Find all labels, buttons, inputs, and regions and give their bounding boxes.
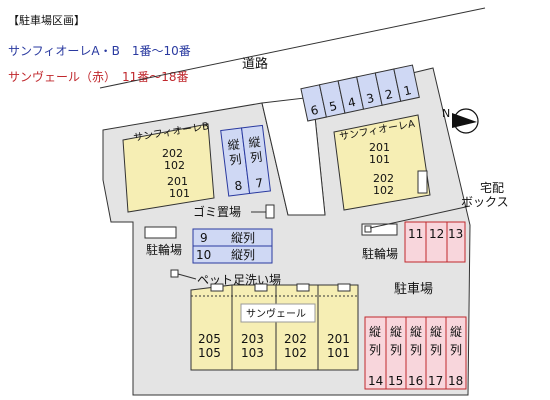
unit-202: 202 xyxy=(284,332,307,346)
spot-10-label: 縦列 xyxy=(231,248,255,262)
room-a-202: 202 xyxy=(373,172,394,185)
building-sunfiore-a xyxy=(333,114,431,211)
unit-203: 203 xyxy=(241,332,264,346)
spot-11-num: 11 xyxy=(408,227,423,241)
spot-5-num: 5 xyxy=(328,99,338,114)
unit-105: 105 xyxy=(198,346,221,360)
pet-wash-marker xyxy=(170,269,179,278)
spot-4-num: 4 xyxy=(347,95,357,110)
sunverde-name-box xyxy=(240,303,316,323)
road-edge xyxy=(99,7,486,89)
spot-1 xyxy=(393,64,420,102)
spot-1-num: 1 xyxy=(402,83,412,98)
bike-left-label: 駐輪場 xyxy=(146,242,182,257)
road-label: 道路 xyxy=(242,56,268,72)
unit-205: 205 xyxy=(198,332,221,346)
room-b-101: 101 xyxy=(169,187,190,200)
building-sunfiore-b xyxy=(122,123,215,213)
room-a-201: 201 xyxy=(369,141,390,154)
spot-13 xyxy=(446,221,466,263)
spot-16-label: 縦列 xyxy=(410,325,422,357)
spot-17-num: 17 xyxy=(428,374,443,388)
spot-3-num: 3 xyxy=(365,91,375,106)
garbage-label: ゴミ置場 xyxy=(193,204,241,219)
legend-sunverde: サンヴェール（赤） 11番〜18番 xyxy=(8,70,189,84)
legend-sunfiore: サンフィオーレA・B 1番〜10番 xyxy=(8,44,191,58)
legend-title: 【駐車場区画】 xyxy=(8,14,85,27)
spot-18-label: 縦列 xyxy=(450,325,462,357)
delivery-leader xyxy=(369,205,471,229)
delivery-label-2: ボックス xyxy=(461,195,509,209)
spot-17-label: 縦列 xyxy=(430,325,442,357)
spot-13-num: 13 xyxy=(448,227,463,241)
spot-7-num: 7 xyxy=(255,176,264,191)
delivery-box-icon xyxy=(364,225,372,233)
svg-text:N: N xyxy=(442,107,450,120)
spot-7 xyxy=(240,124,272,195)
room-b-202: 202 xyxy=(162,147,183,160)
spot-15-label: 縦列 xyxy=(390,325,402,357)
parking-blue-row-1-6: 6 5 4 3 2 1 xyxy=(300,64,420,122)
room-a-101: 101 xyxy=(369,153,390,166)
unit-201: 201 xyxy=(327,332,350,346)
spot-10-num: 10 xyxy=(196,248,211,262)
north-icon: N xyxy=(442,107,479,134)
spot-10 xyxy=(192,245,273,264)
room-b-102: 102 xyxy=(164,159,185,172)
road-gap xyxy=(261,96,326,216)
pet-wash-leader xyxy=(177,273,197,280)
spot-18-num: 18 xyxy=(448,374,463,388)
spot-9-num: 9 xyxy=(200,231,208,245)
spot-8-label: 縦 列 xyxy=(227,137,246,168)
parking-red-14-18: 縦列 縦列 縦列 縦列 縦列 14 15 16 17 18 xyxy=(364,316,467,390)
spot-16-num: 16 xyxy=(408,374,423,388)
unit-101: 101 xyxy=(327,346,350,360)
bike-rack-left xyxy=(144,226,177,239)
spot-12-num: 12 xyxy=(429,227,444,241)
delivery-label-1: 宅配 xyxy=(480,180,504,195)
unit-102: 102 xyxy=(284,346,307,360)
spot-7-label: 縦 列 xyxy=(248,134,267,165)
spot-14-num: 14 xyxy=(368,374,383,388)
spot-9-label: 縦列 xyxy=(231,231,255,245)
bike-right-label: 駐輪場 xyxy=(362,246,398,261)
spot-15-num: 15 xyxy=(388,374,403,388)
spot-18 xyxy=(445,316,467,390)
spot-6-num: 6 xyxy=(309,103,319,118)
room-a-102: 102 xyxy=(373,184,394,197)
spot-2-num: 2 xyxy=(384,87,394,102)
garbage-box xyxy=(265,204,275,219)
building-a-annex xyxy=(417,170,428,194)
unit-103: 103 xyxy=(241,346,264,360)
parking-label: 駐車場 xyxy=(394,282,433,297)
sunverde-name: サンヴェール xyxy=(246,307,306,320)
parking-blue-8-7: 縦 列 縦 列 8 7 xyxy=(220,124,272,197)
spot-8-num: 8 xyxy=(234,178,243,193)
room-b-201: 201 xyxy=(167,175,188,188)
bike-rack-right xyxy=(361,223,398,236)
spot-14-label: 縦列 xyxy=(369,325,381,357)
